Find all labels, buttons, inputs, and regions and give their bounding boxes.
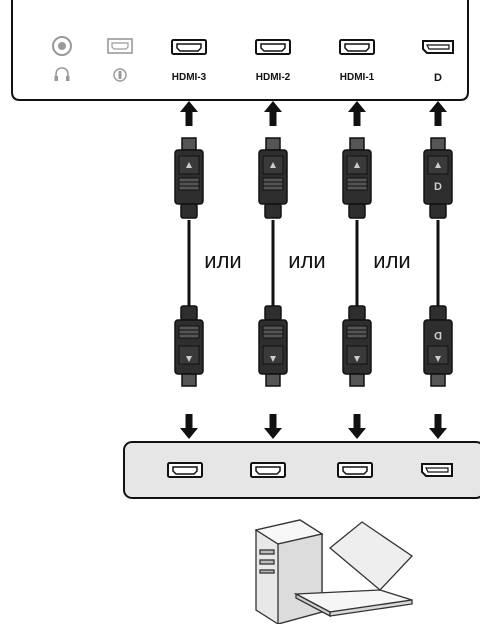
or-label: или: [288, 248, 325, 273]
service-port-icon: [107, 38, 133, 82]
port-label-displayport: D: [434, 72, 442, 84]
port-label-hdmi-1: HDMI-1: [340, 72, 375, 83]
port-label-hdmi-3: HDMI-3: [172, 72, 207, 83]
headphone-jack-icon: [52, 36, 72, 81]
or-label: или: [204, 248, 241, 273]
or-label: или: [373, 248, 410, 273]
hdmi-3-port-icon: [171, 39, 207, 55]
monitor-panel: HDMI-3 HDMI-2 HDMI-1 D: [11, 0, 469, 101]
arrow-up-icon: [348, 101, 366, 126]
displayport-port-icon: [422, 40, 454, 54]
cable-hdmi-1: [342, 137, 372, 387]
pc-hdmi-port-icon: [337, 462, 373, 478]
cable-displayport: [423, 137, 453, 387]
arrow-up-icon: [429, 101, 447, 126]
desktop-and-laptop-icon: [254, 519, 413, 624]
hdmi-2-port-icon: [255, 39, 291, 55]
arrow-up-icon: [180, 101, 198, 126]
cable-hdmi-2: [258, 137, 288, 387]
pc-hdmi-port-icon: [167, 462, 203, 478]
pc-displayport-port-icon: [421, 463, 453, 477]
arrow-up-icon: [264, 101, 282, 126]
pc-hdmi-port-icon: [250, 462, 286, 478]
arrow-down-icon: [429, 414, 447, 439]
arrow-down-icon: [180, 414, 198, 439]
arrow-down-icon: [264, 414, 282, 439]
pc-panel: [123, 441, 480, 499]
hdmi-1-port-icon: [339, 39, 375, 55]
cable-hdmi-3: [174, 137, 204, 387]
port-label-hdmi-2: HDMI-2: [256, 72, 291, 83]
arrow-down-icon: [348, 414, 366, 439]
